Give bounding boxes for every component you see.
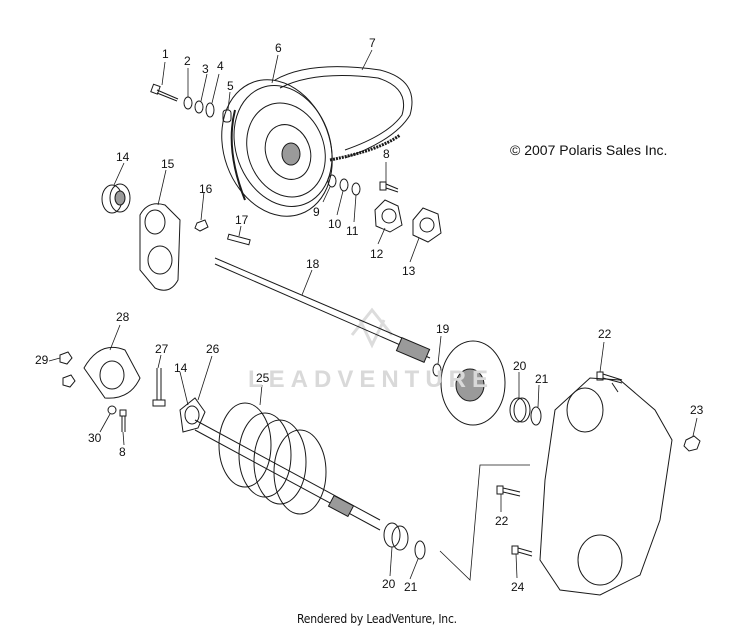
callout-19: 19 <box>436 322 450 336</box>
part-17-key <box>226 233 251 246</box>
callout-1: 1 <box>162 47 169 61</box>
callout-28: 28 <box>116 310 130 324</box>
callout-5: 5 <box>227 79 234 93</box>
part-5-spacer <box>222 109 232 123</box>
callout-4: 4 <box>217 59 224 73</box>
part-10-washer <box>339 178 349 192</box>
part-8-bolt-lower <box>119 409 127 432</box>
part-8-bolt <box>379 181 399 193</box>
part-22-bolt-lower <box>496 485 521 497</box>
part-7-drive-belt <box>274 66 413 162</box>
callout-8-lower: 8 <box>119 445 126 459</box>
callout-6: 6 <box>275 41 282 55</box>
part-22-bolt <box>596 371 623 384</box>
part-30-washer <box>107 405 117 415</box>
callout-7: 7 <box>369 36 376 50</box>
part-12-bearing-plate <box>374 199 403 233</box>
callout-22: 22 <box>598 327 612 341</box>
part-18-shaft <box>214 257 431 363</box>
part-24-bolt <box>511 545 533 557</box>
footer-credit: Rendered by LeadVenture, Inc. <box>297 612 457 626</box>
callout-14-lower: 14 <box>174 361 188 375</box>
part-14-bearing <box>101 183 131 214</box>
watermark-logo <box>350 307 394 349</box>
part-21-seal-lower <box>414 540 426 560</box>
part-19-ring <box>432 363 442 377</box>
part-20-bearing-lower <box>383 522 409 551</box>
part-25-drive-sprocket-shaft <box>194 402 381 531</box>
callout-12: 12 <box>370 247 384 261</box>
part-9-washer <box>327 174 337 188</box>
callout-30: 30 <box>88 431 102 445</box>
part-13-bearing-plate <box>412 207 442 243</box>
callout-27: 27 <box>155 342 169 356</box>
callout-20: 20 <box>513 359 527 373</box>
callout-24: 24 <box>511 580 525 594</box>
callout-16: 16 <box>199 182 213 196</box>
driven-pulley <box>440 340 506 426</box>
callout-23: 23 <box>690 403 704 417</box>
callout-21-lower: 21 <box>404 580 418 594</box>
callout-29: 29 <box>35 353 49 367</box>
copyright-notice: © 2007 Polaris Sales Inc. <box>510 142 668 158</box>
callout-25: 25 <box>256 371 270 385</box>
part-26-seal <box>179 397 206 433</box>
part-2-washer <box>183 96 193 110</box>
part-6-drive-clutch <box>221 79 333 217</box>
callout-20-lower: 20 <box>382 577 396 591</box>
callout-17: 17 <box>235 213 249 227</box>
part-4-washer <box>205 102 215 118</box>
callout-2: 2 <box>184 54 191 68</box>
callout-11: 11 <box>346 224 359 238</box>
callout-21: 21 <box>535 372 549 386</box>
part-23-nut <box>683 435 701 452</box>
callout-3: 3 <box>202 62 209 76</box>
callout-15: 15 <box>161 157 175 171</box>
callout-8: 8 <box>383 147 390 161</box>
callout-13: 13 <box>402 264 416 278</box>
part-29-nut <box>59 351 73 365</box>
chaincase-housing <box>539 377 673 596</box>
part-3-washer <box>194 100 204 114</box>
part-11-washer <box>351 182 361 196</box>
callout-22-lower: 22 <box>495 514 509 528</box>
part-1-bolt <box>150 83 179 102</box>
callout-18: 18 <box>306 257 320 271</box>
part-28-bearing-plate <box>83 346 141 399</box>
part-16-nut <box>194 219 209 232</box>
part-29-nut-2 <box>62 374 76 388</box>
callout-14: 14 <box>116 150 130 164</box>
callout-10: 10 <box>328 217 342 231</box>
part-15-cover <box>139 203 181 291</box>
leader-lines <box>48 49 698 581</box>
callout-26: 26 <box>206 342 220 356</box>
part-20-bearing <box>509 397 527 423</box>
part-27-bolt <box>152 368 166 407</box>
part-21-seal <box>530 406 542 426</box>
callout-9: 9 <box>313 205 320 219</box>
watermark-text: LEADVENTURE <box>248 366 495 393</box>
